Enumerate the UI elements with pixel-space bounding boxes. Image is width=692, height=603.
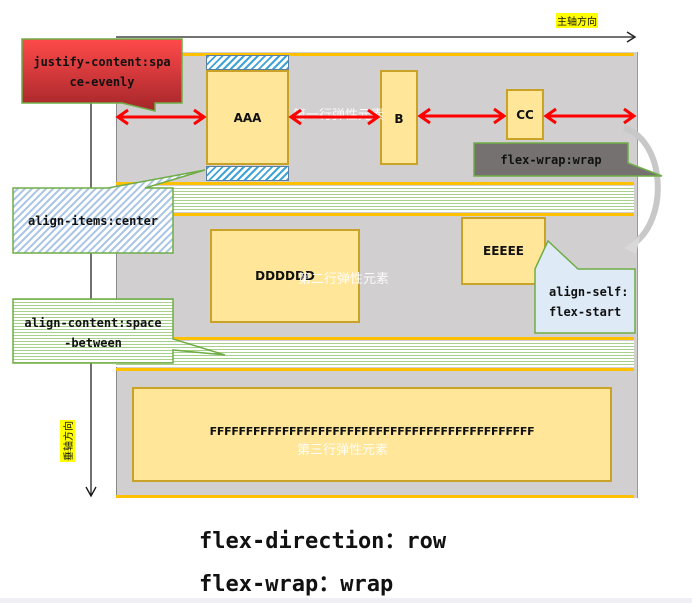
aaa-bottom-hatch [206,166,289,181]
row2-watermark: 第二行弹性元素 [298,272,390,287]
space-arrow-1-right-head [193,108,207,126]
aaa-top-hatch [206,55,289,70]
main-axis-label: 主轴方向 [556,13,598,28]
space-arrow-3-left-head [417,107,431,125]
space-arrow-2-left-head [288,108,302,126]
flex-item-dddddd: DDDDDD [210,229,360,323]
row3-bottom-border [116,495,634,498]
justify-callout-line1: justify-content:spa [33,55,171,69]
flex-wrap-callout: flex-wrap:wrap [500,153,602,167]
row3-watermark: 第三行弹性元素 [297,443,389,458]
wrap-curve-arrow [622,125,661,248]
row3-top-border [116,368,634,371]
row2-top-border [116,213,634,216]
gap-band-2 [116,341,634,367]
space-arrow-4-right-head [623,107,637,125]
align-self-callout-shape [534,239,636,334]
main-axis-arrowhead [626,31,637,43]
align-content-line2: -between [64,336,122,350]
justify-content-callout: justify-content:spa ce-evenly [22,52,182,92]
flex-item-cc: CC [506,89,544,140]
row2-bottom-border [116,337,634,340]
flex-wrap-label: flex-wrap：wrap [199,572,394,597]
flex-item-ffff: FFFFFFFFFFFFFFFFFFFFFFFFFFFFFFFFFFFFFFFF… [132,387,612,482]
align-content-callout-shape [12,298,226,364]
flex-item-eeeee: EEEEE [461,217,546,285]
align-self-callout: align-self: flex-start [540,282,644,322]
wrap-curve-arrowhead [624,236,640,254]
cross-axis-arrowhead [85,486,97,498]
bottom-divider [0,598,692,603]
space-arrow-2-right-head [367,108,381,126]
flex-direction-label: flex-direction：row [199,529,447,554]
justify-callout-line2: ce-evenly [69,75,135,89]
row1-top-border [116,53,634,56]
align-self-line1: align-self: [549,285,629,299]
align-content-callout: align-content:space -between [13,313,173,353]
align-self-line2: flex-start [549,305,622,319]
align-content-line1: align-content:space [24,316,162,330]
flex-wrap-callout-shape [473,142,663,177]
space-arrow-3-right-head [493,107,507,125]
align-items-callout: align-items:center [27,214,159,228]
flex-item-aaa: AAA [206,70,289,165]
row1-bottom-border [116,182,634,185]
align-items-callout-shape [12,169,206,254]
flex-item-b: B [380,70,418,165]
justify-callout-shape [21,38,183,112]
gap-band-1 [116,186,634,212]
space-arrow-4-left-head [543,107,557,125]
space-arrow-1-left-head [115,108,129,126]
